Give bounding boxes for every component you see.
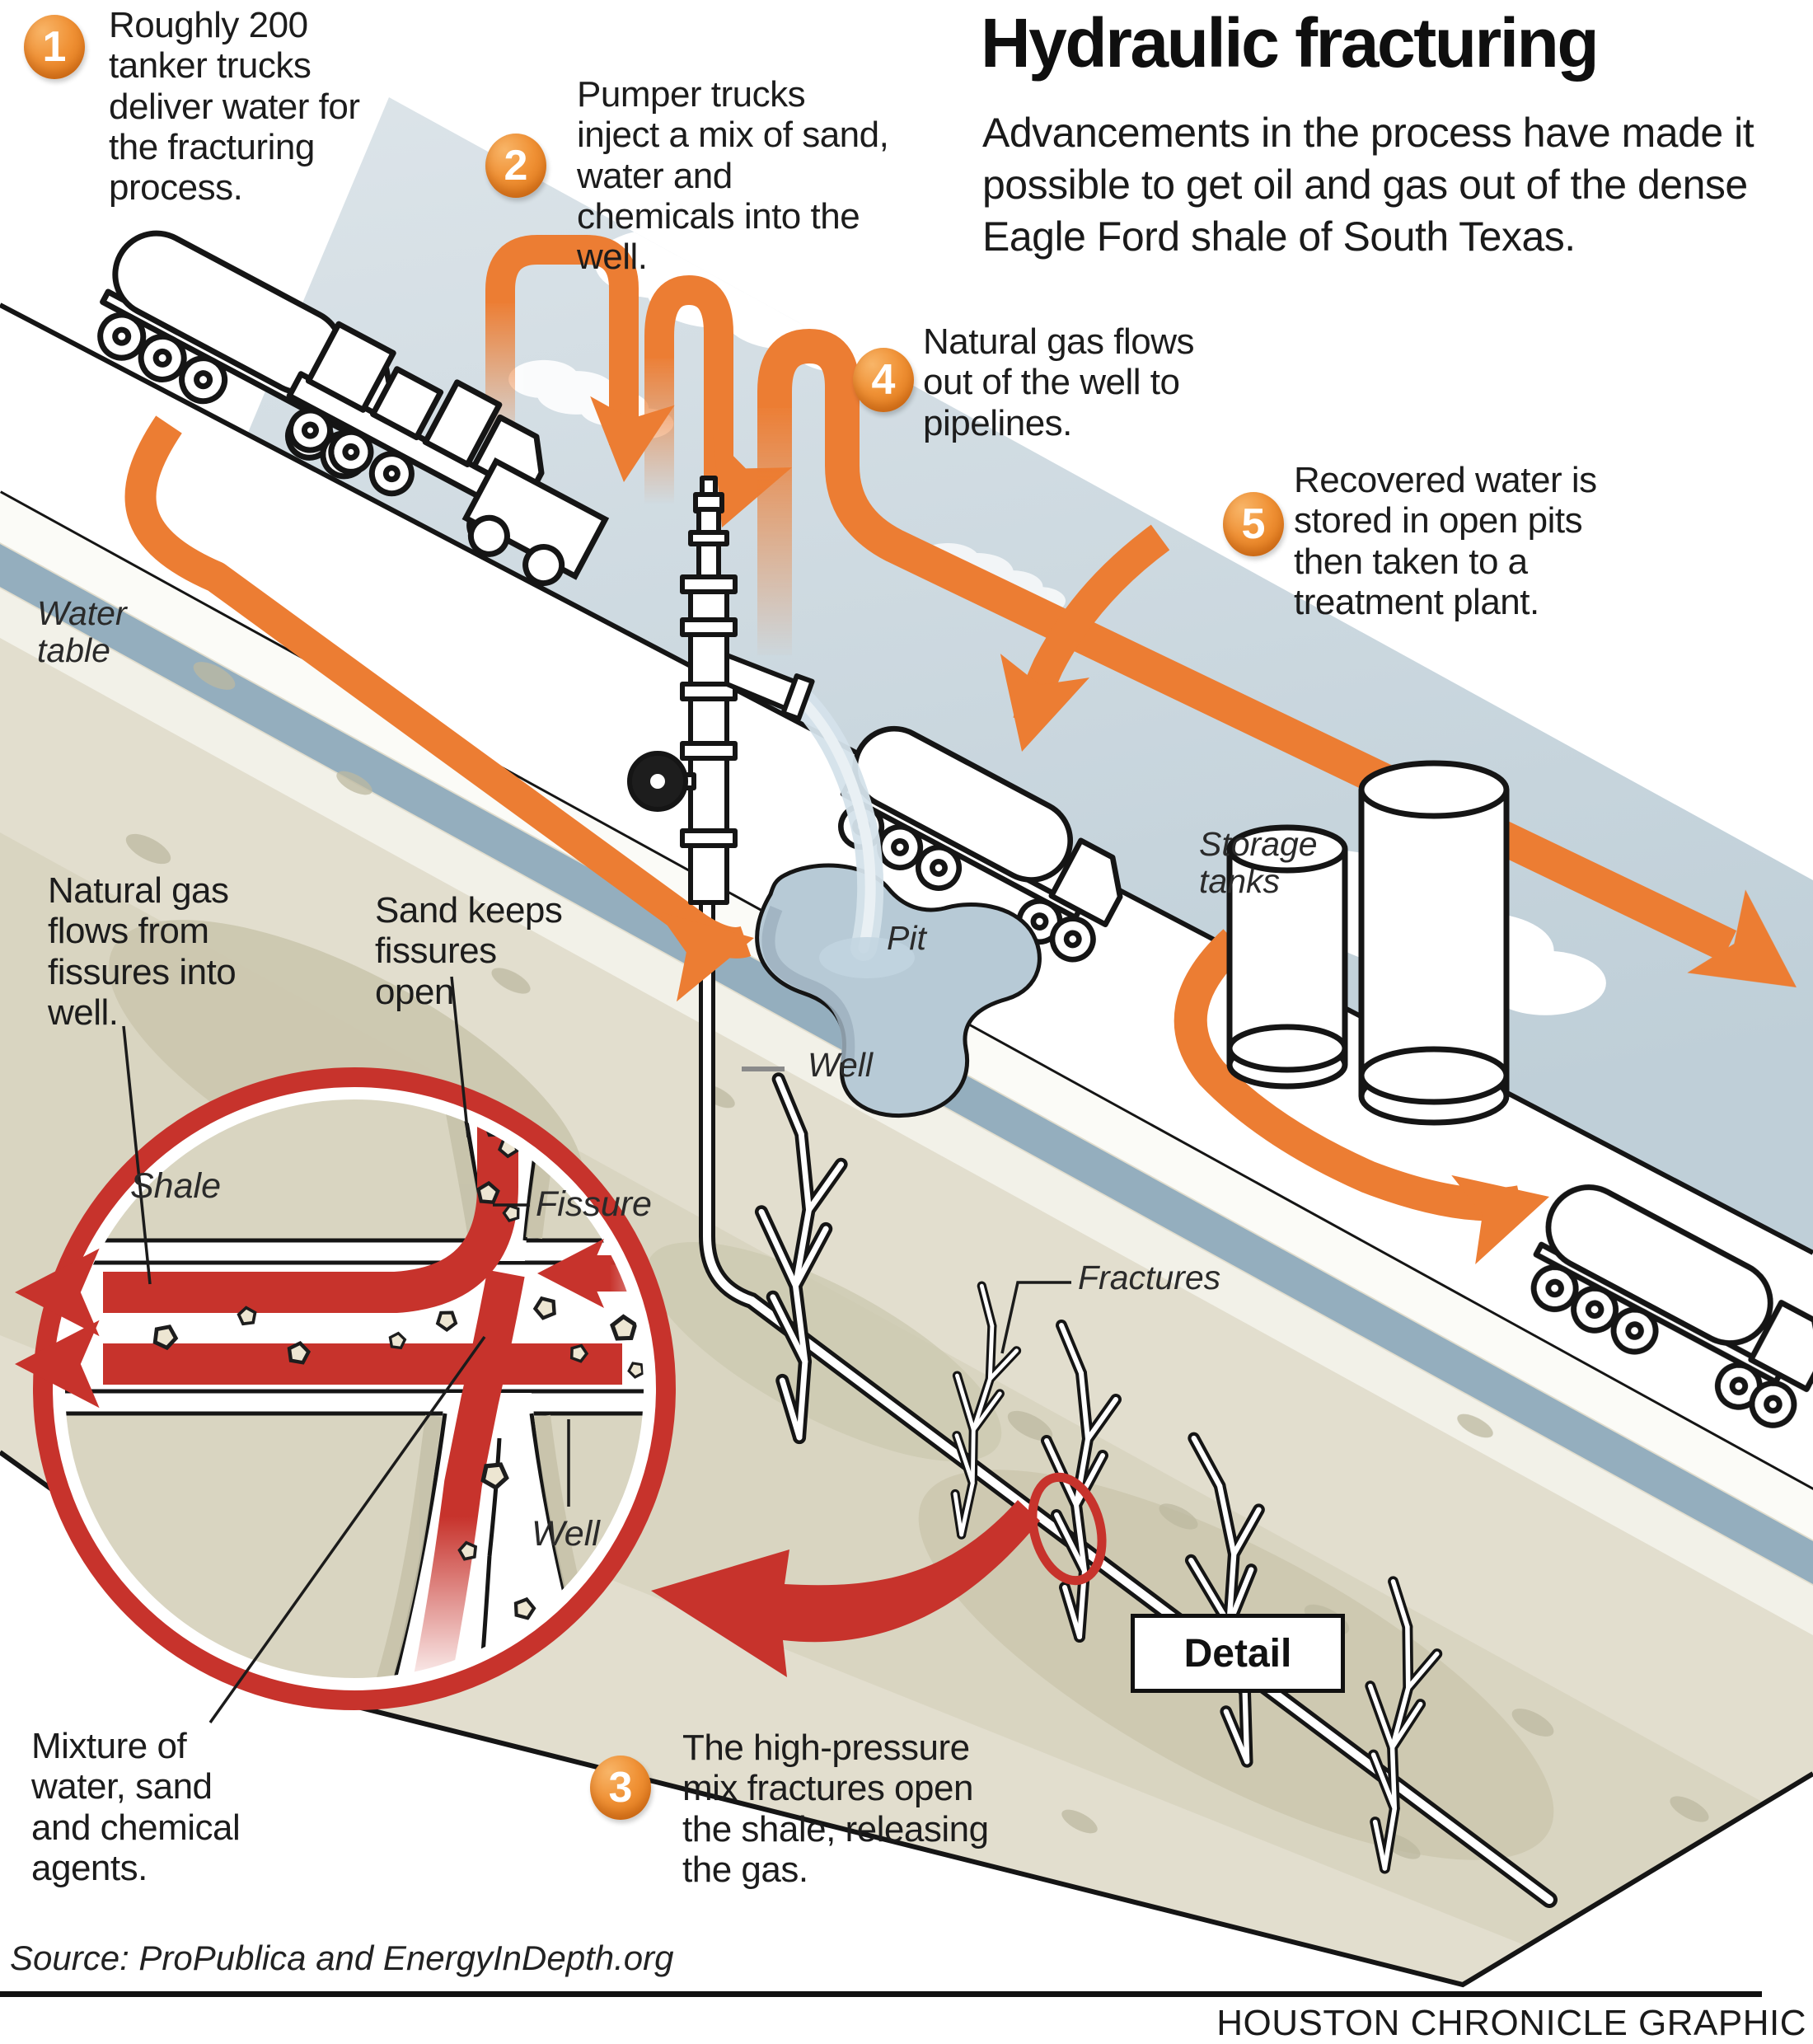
- leader-lines: [122, 976, 1071, 1724]
- step-1-badge: 1: [24, 15, 85, 79]
- footer-rule: [0, 1991, 1762, 1997]
- source-line: Source: ProPublica and EnergyInDepth.org: [10, 1939, 674, 1977]
- step-4-badge: 4: [853, 348, 914, 412]
- water-table-label: Water table: [37, 594, 127, 670]
- well-pipe: [699, 894, 1558, 1908]
- detail-ring: [33, 1067, 676, 1710]
- step-5-text: Recovered water is stored in open pits t…: [1294, 460, 1597, 622]
- step-3-badge: 3: [590, 1756, 651, 1820]
- sand-keeps-note: Sand keeps fissures open: [375, 890, 563, 1012]
- arrow-inject-1: [485, 235, 639, 445]
- well-detail-label: Well: [532, 1514, 600, 1554]
- step-4-text: Natural gas flows out of the well to pip…: [923, 321, 1194, 443]
- page-title: Hydraulic fracturing: [981, 4, 1600, 82]
- detail-target-oval: [1028, 1472, 1107, 1586]
- pit-label: Pit: [887, 919, 926, 957]
- storage-tanks: [1226, 760, 1510, 1126]
- well-surface-label: Well: [808, 1046, 873, 1084]
- vehicles: [77, 218, 1813, 1433]
- natural-gas-note: Natural gas flows from fissures into wel…: [48, 870, 237, 1033]
- mixture-note: Mixture of water, sand and chemical agen…: [31, 1726, 241, 1888]
- arrow-inject-2: [644, 275, 733, 482]
- equipment-trailer: [461, 457, 610, 587]
- fractures-label: Fractures: [1078, 1259, 1221, 1296]
- detail-pointer-arrow: [651, 1500, 1040, 1677]
- step-1-text: Roughly 200 tanker trucks deliver water …: [109, 5, 360, 209]
- step-5-badge: 5: [1223, 492, 1284, 556]
- fissure-label: Fissure: [536, 1184, 652, 1224]
- page-subtitle: Advancements in the process have made it…: [982, 110, 1754, 260]
- flow-gas-out-upper: [103, 1099, 518, 1313]
- credit-line: HOUSTON CHRONICLE GRAPHIC: [1216, 2003, 1806, 2043]
- wellhead: [627, 476, 815, 905]
- detail-box: Detail: [1131, 1614, 1345, 1693]
- step-3-text: The high-pressure mix fractures open the…: [682, 1728, 989, 1890]
- flow-mix-down: [413, 1269, 525, 1679]
- step-2-badge: 2: [485, 134, 546, 198]
- arrow-to-treatment: [1174, 929, 1524, 1221]
- flow-arrows: [124, 235, 1813, 1265]
- step-2-text: Pumper trucks inject a mix of sand, wate…: [577, 74, 889, 278]
- arrow-gas-pipeline: [757, 329, 1737, 962]
- detail-circle: [15, 1067, 676, 1710]
- shale-label: Shale: [130, 1166, 221, 1206]
- storage-tanks-label: Storage tanks: [1199, 825, 1318, 901]
- pit-and-spray: [755, 683, 1042, 1118]
